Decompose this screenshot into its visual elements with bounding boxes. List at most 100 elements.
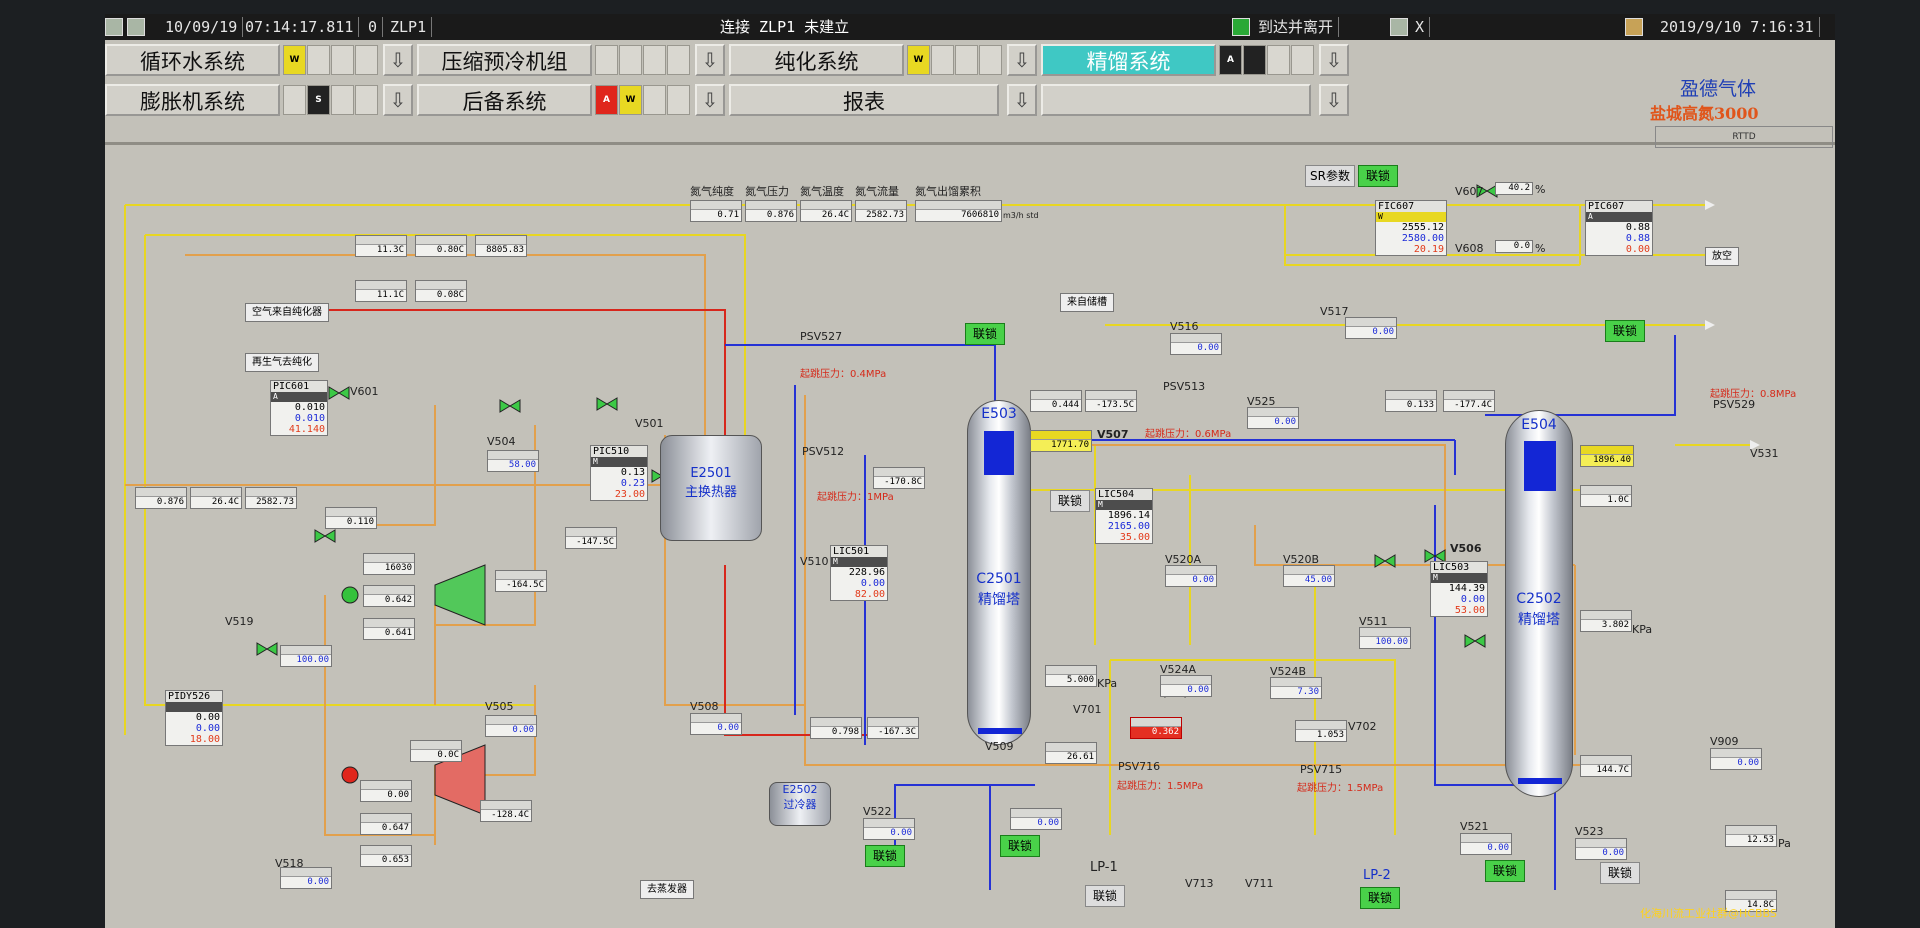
valve-position[interactable]: 40.2 — [1495, 182, 1533, 195]
down-arrow-icon[interactable]: ⇩ — [695, 44, 725, 76]
tag-ti[interactable]: -128.4C — [480, 800, 532, 822]
interlock-button[interactable]: 联锁 — [1000, 835, 1040, 857]
tag-purity[interactable]: 0.71 — [690, 200, 742, 222]
tag-v520b[interactable]: 45.00 — [1283, 565, 1335, 587]
btn-expander[interactable]: 膨胀机系统 — [105, 84, 280, 116]
tag-pressure[interactable]: 0.876 — [745, 200, 797, 222]
btn-rectification[interactable]: 精馏系统 — [1041, 44, 1216, 76]
tag-pi[interactable]: 0.876 — [135, 487, 187, 509]
interlock-button[interactable]: 联锁 — [865, 845, 905, 867]
tag-fi[interactable]: 2582.73 — [245, 487, 297, 509]
tag-pi[interactable]: 0.110 — [325, 507, 377, 529]
btn-report[interactable]: 报表 — [729, 84, 999, 116]
tag-ti[interactable]: -177.4C — [1443, 390, 1495, 412]
interlock-button[interactable]: 联锁 — [1050, 490, 1090, 512]
interlock-button[interactable]: 联锁 — [1360, 887, 1400, 909]
close-x[interactable]: X — [1410, 17, 1431, 37]
interlock-button[interactable]: 联锁 — [1605, 320, 1645, 342]
tag-v524b[interactable]: 7.30 — [1270, 677, 1322, 699]
tag-v518[interactable]: 0.00 — [280, 867, 332, 889]
tag-li[interactable]: 1771.70 — [1030, 430, 1092, 452]
valve-position[interactable]: 0.0 — [1495, 240, 1533, 253]
tag-v520a[interactable]: 0.00 — [1165, 565, 1217, 587]
tag-ti[interactable]: -147.5C — [565, 527, 617, 549]
column-c2502[interactable]: E504 C2502 精馏塔 — [1505, 410, 1573, 797]
tag-speed[interactable]: 16030 — [363, 553, 415, 575]
interlock-button[interactable]: 联锁 — [1600, 862, 1640, 884]
tag-pi[interactable]: 0.08C — [415, 280, 467, 302]
tag-pi[interactable]: 0.798 — [810, 717, 862, 739]
column-c2501[interactable]: E503 C2501 精馏塔 — [967, 400, 1031, 745]
down-arrow-icon[interactable]: ⇩ — [383, 44, 413, 76]
tag-v508[interactable]: 0.00 — [690, 713, 742, 735]
tag-pi[interactable]: 0.647 — [360, 813, 412, 835]
tag-ti[interactable]: -167.3C — [867, 717, 919, 739]
sr-param-button[interactable]: SR参数 — [1305, 165, 1355, 187]
tag-total[interactable]: 7606810 — [915, 200, 1002, 222]
tag-v509[interactable]: 0.00 — [1010, 808, 1062, 830]
tag-pi[interactable]: 0.00 — [360, 780, 412, 802]
tag-v519[interactable]: 100.00 — [280, 645, 332, 667]
interlock-button[interactable]: 联锁 — [1358, 165, 1398, 187]
down-arrow-icon[interactable]: ⇩ — [1319, 84, 1349, 116]
tag-pi[interactable]: 12.53 — [1725, 825, 1777, 847]
btn-circulating-water[interactable]: 循环水系统 — [105, 44, 280, 76]
tag-pi[interactable]: 0.80C — [415, 235, 467, 257]
tool-icon[interactable] — [127, 18, 145, 36]
tag-pi[interactable]: 0.642 — [363, 585, 415, 607]
btn-compression[interactable]: 压缩预冷机组 — [417, 44, 592, 76]
tag-v511[interactable]: 100.00 — [1359, 627, 1411, 649]
tag-ti[interactable]: -170.8C — [873, 467, 925, 489]
tag-ti[interactable]: -173.5C — [1085, 390, 1137, 412]
check-icon[interactable] — [1232, 18, 1250, 36]
interlock-button[interactable]: 联锁 — [965, 323, 1005, 345]
tag-ti[interactable]: 144.7C — [1580, 755, 1632, 777]
tag-pi[interactable]: 0.641 — [363, 618, 415, 640]
tag-ti[interactable]: 26.61 — [1045, 742, 1097, 764]
btn-empty[interactable] — [1041, 84, 1311, 116]
tag-pi[interactable]: 3.802 — [1580, 610, 1632, 632]
tag-pi[interactable]: 0.133 — [1385, 390, 1437, 412]
tag-ti[interactable]: -164.5C — [495, 570, 547, 592]
tag-v516[interactable]: 0.00 — [1170, 333, 1222, 355]
tag-temp[interactable]: 26.4C — [800, 200, 852, 222]
tag-v522[interactable]: 0.00 — [863, 818, 915, 840]
tag-fi[interactable]: 8805.83 — [475, 235, 527, 257]
edit-icon[interactable] — [1625, 18, 1643, 36]
ack-icon[interactable] — [1390, 18, 1408, 36]
tag-pi[interactable]: 0.0C — [410, 740, 462, 762]
tag-v523[interactable]: 0.00 — [1575, 838, 1627, 860]
tag-v909[interactable]: 0.00 — [1710, 748, 1762, 770]
down-arrow-icon[interactable]: ⇩ — [1007, 44, 1037, 76]
tag-pi[interactable]: 0.444 — [1030, 390, 1082, 412]
tag-v505[interactable]: 0.00 — [485, 715, 537, 737]
tag-v525[interactable]: 0.00 — [1247, 407, 1299, 429]
tag-pi[interactable]: 0.653 — [360, 845, 412, 867]
btn-purification[interactable]: 纯化系统 — [729, 44, 904, 76]
down-arrow-icon[interactable]: ⇩ — [695, 84, 725, 116]
down-arrow-icon[interactable]: ⇩ — [1319, 44, 1349, 76]
tag-ti[interactable]: 14.8C — [1725, 890, 1777, 912]
tag-v517[interactable]: 0.00 — [1345, 317, 1397, 339]
btn-backup[interactable]: 后备系统 — [417, 84, 592, 116]
tag-ti[interactable]: 11.1C — [355, 280, 407, 302]
down-arrow-icon[interactable]: ⇩ — [383, 84, 413, 116]
arrive-leave-text[interactable]: 到达并离开 — [1253, 17, 1340, 37]
tag-ti[interactable]: 26.4C — [190, 487, 242, 509]
tag-li[interactable]: 1896.40 — [1580, 445, 1634, 467]
tag-ai[interactable]: 1.0C — [1580, 485, 1632, 507]
interlock-button[interactable]: 联锁 — [1485, 860, 1525, 882]
down-arrow-icon[interactable]: ⇩ — [1007, 84, 1037, 116]
tag-ti[interactable]: 11.3C — [355, 235, 407, 257]
tag-v521[interactable]: 0.00 — [1460, 833, 1512, 855]
